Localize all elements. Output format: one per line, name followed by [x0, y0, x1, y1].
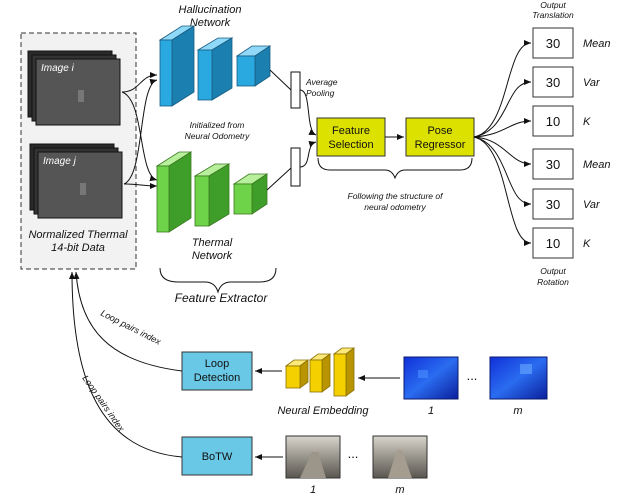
output-translation-line1: Output [540, 0, 566, 10]
output-box-6: 10 K [532, 227, 591, 259]
feature-extractor-label: Feature Extractor [175, 291, 269, 305]
output-value: 30 [546, 75, 560, 90]
rgb-seq-last-label: m [395, 484, 404, 496]
output-value: 30 [546, 36, 560, 51]
output-label: Var [583, 199, 601, 211]
image-j-label: Image j [43, 156, 77, 167]
botw-box [181, 436, 253, 476]
feature-selection-box [316, 117, 386, 157]
arrow-image-i-to-hallucination [121, 72, 158, 93]
image-i-stack: Image i [27, 50, 121, 126]
output-rotation-line1: Output [540, 266, 566, 276]
structure-note-line2: neural odometry [364, 202, 426, 212]
arrow-output-4 [473, 136, 532, 167]
link-thermal-to-pool [266, 167, 292, 191]
output-box-2: 30 Var [532, 66, 601, 98]
arrow-pool-top-to-selection [299, 89, 317, 136]
arrow-output-6 [473, 136, 532, 246]
loop-detection-box [181, 351, 253, 391]
thermal-network-line1: Thermal [192, 237, 233, 249]
input-caption-line2: 14-bit Data [51, 242, 105, 254]
rgb-seq-ellipsis: ... [348, 446, 359, 461]
loop-detection-line1: Loop [205, 358, 229, 370]
thermal-image-last [489, 356, 548, 400]
botw-label: BoTW [202, 451, 233, 463]
feature-extractor-brace [159, 267, 277, 294]
pose-regressor-box [405, 117, 475, 157]
output-value: 10 [546, 236, 560, 251]
image-j-stack: Image j [29, 143, 123, 219]
output-value: 10 [546, 114, 560, 129]
pooling-bar-top [290, 71, 301, 109]
link-hallucination-to-pool [269, 69, 292, 91]
pooling-bar-bottom [290, 147, 301, 187]
output-label: K [583, 238, 591, 250]
thermal-network-line2: Network [192, 250, 233, 262]
thermal-seq-last-label: m [513, 405, 522, 417]
average-pooling-line2: Pooling [306, 88, 335, 98]
rgb-seq-first-label: 1 [310, 484, 316, 496]
arrow-image-j-to-hallucination [123, 78, 158, 185]
hallucination-network-line1: Hallucination [179, 4, 242, 16]
initialized-note-line2: Neural Odometry [185, 131, 250, 141]
thermal-network [155, 151, 269, 233]
loop-pairs-index-upper: Loop pairs index [99, 308, 163, 347]
arrow-output-3 [473, 118, 532, 138]
initialized-note-line1: Initialized from [190, 120, 245, 130]
arrow-output-5 [473, 136, 532, 207]
output-rotation-line2: Rotation [537, 277, 569, 287]
output-box-3: 10 K [532, 105, 591, 137]
neural-embedding-network [284, 347, 356, 397]
arrow-output-2 [473, 79, 532, 138]
arrow-image-i-to-thermal [121, 91, 158, 182]
feature-selection-line2: Selection [328, 139, 373, 151]
output-label: Var [583, 77, 601, 89]
output-label: Mean [583, 159, 611, 171]
loop-pairs-index-lower: Loop pairs index [80, 373, 126, 433]
thermal-image-first [403, 356, 459, 400]
thermal-seq-ellipsis: ... [467, 368, 478, 383]
hallucination-network [158, 25, 272, 107]
arrow-botw-to-input [69, 271, 183, 458]
neural-embedding-label: Neural Embedding [277, 405, 369, 417]
output-box-1: 30 Mean [532, 27, 611, 59]
structure-brace [317, 157, 473, 180]
thermal-seq-first-label: 1 [428, 405, 434, 417]
structure-note-line1: Following the structure of [348, 191, 445, 201]
pose-regressor-line1: Pose [427, 125, 452, 137]
arrow-loop-detection-to-input [73, 271, 183, 372]
arrow-image-j-to-thermal [123, 182, 158, 189]
arrow-output-1 [473, 40, 532, 138]
image-i-label: Image i [41, 63, 75, 74]
output-label: Mean [583, 38, 611, 50]
average-pooling-line1: Average [305, 77, 338, 87]
output-translation-line2: Translation [532, 10, 574, 20]
pose-regressor-line2: Regressor [415, 139, 466, 151]
hallucination-network-line2: Network [190, 17, 231, 29]
feature-selection-line1: Feature [332, 125, 370, 137]
output-box-5: 30 Var [532, 188, 601, 220]
output-value: 30 [546, 157, 560, 172]
loop-detection-line2: Detection [194, 372, 240, 384]
output-value: 30 [546, 197, 560, 212]
input-caption-line1: Normalized Thermal [28, 229, 128, 241]
output-label: K [583, 116, 591, 128]
arrow-pool-bottom-to-selection [299, 140, 317, 168]
output-box-4: 30 Mean [532, 148, 611, 180]
